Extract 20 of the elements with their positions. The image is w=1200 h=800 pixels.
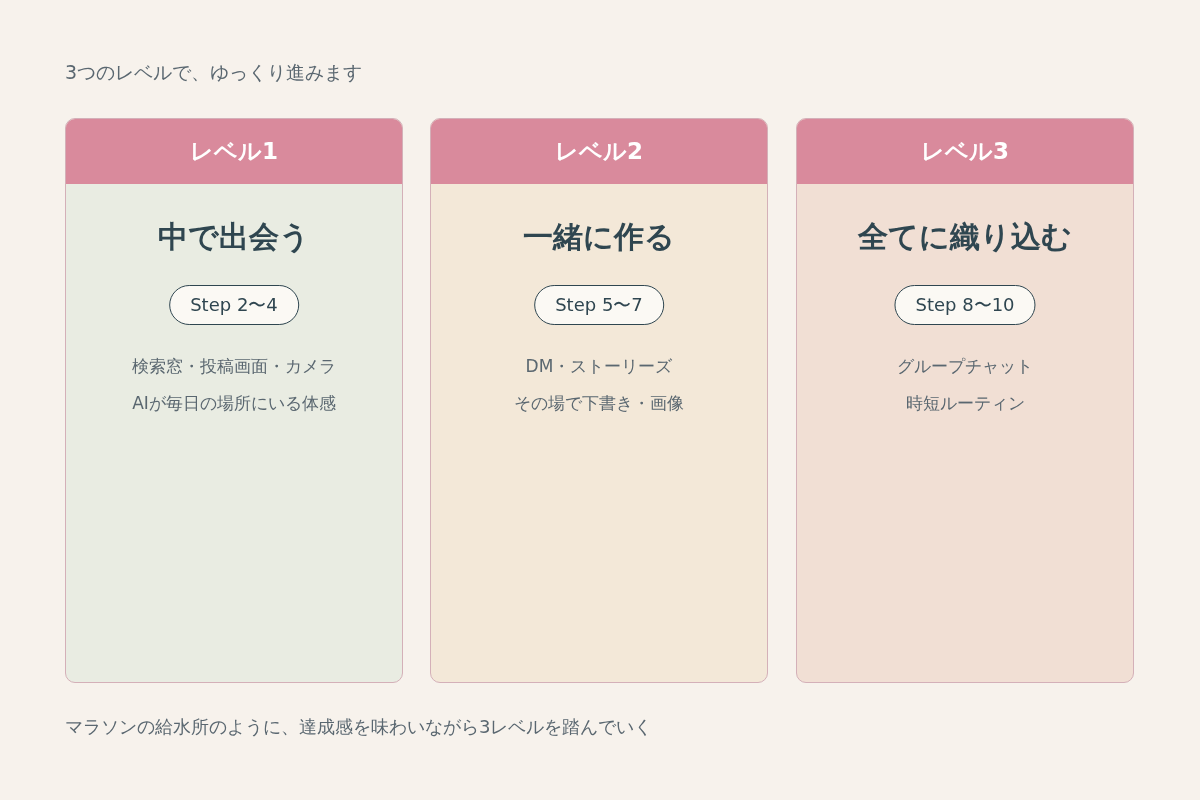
level-header: レベル2 — [431, 119, 767, 184]
step-pill: Step 8〜10 — [894, 285, 1036, 325]
card-heading: 中で出会う — [158, 218, 310, 256]
card-description: AIが毎日の場所にいる体感 — [132, 392, 336, 415]
level-card — [65, 118, 403, 683]
card-heading: 一緒に作る — [523, 218, 675, 256]
card-description: DM・ストーリーズ — [525, 355, 673, 378]
card-description: グループチャット — [897, 355, 1033, 378]
card-description: 検索窓・投稿画面・カメラ — [132, 355, 336, 378]
card-description: その場で下書き・画像 — [514, 392, 684, 415]
step-pill: Step 5〜7 — [534, 285, 664, 325]
level-header: レベル1 — [66, 119, 402, 184]
card-heading: 全てに織り込む — [858, 218, 1072, 256]
caption-text: マラソンの給水所のように、達成感を味わいながら3レベルを踏んでいく — [65, 715, 653, 739]
level-header: レベル3 — [797, 119, 1133, 184]
page-title: 3つのレベルで、ゆっくり進みます — [65, 60, 363, 85]
step-pill: Step 2〜4 — [169, 285, 299, 325]
level-card — [430, 118, 768, 683]
card-description: 時短ルーティン — [905, 392, 1025, 415]
level-card — [796, 118, 1134, 683]
